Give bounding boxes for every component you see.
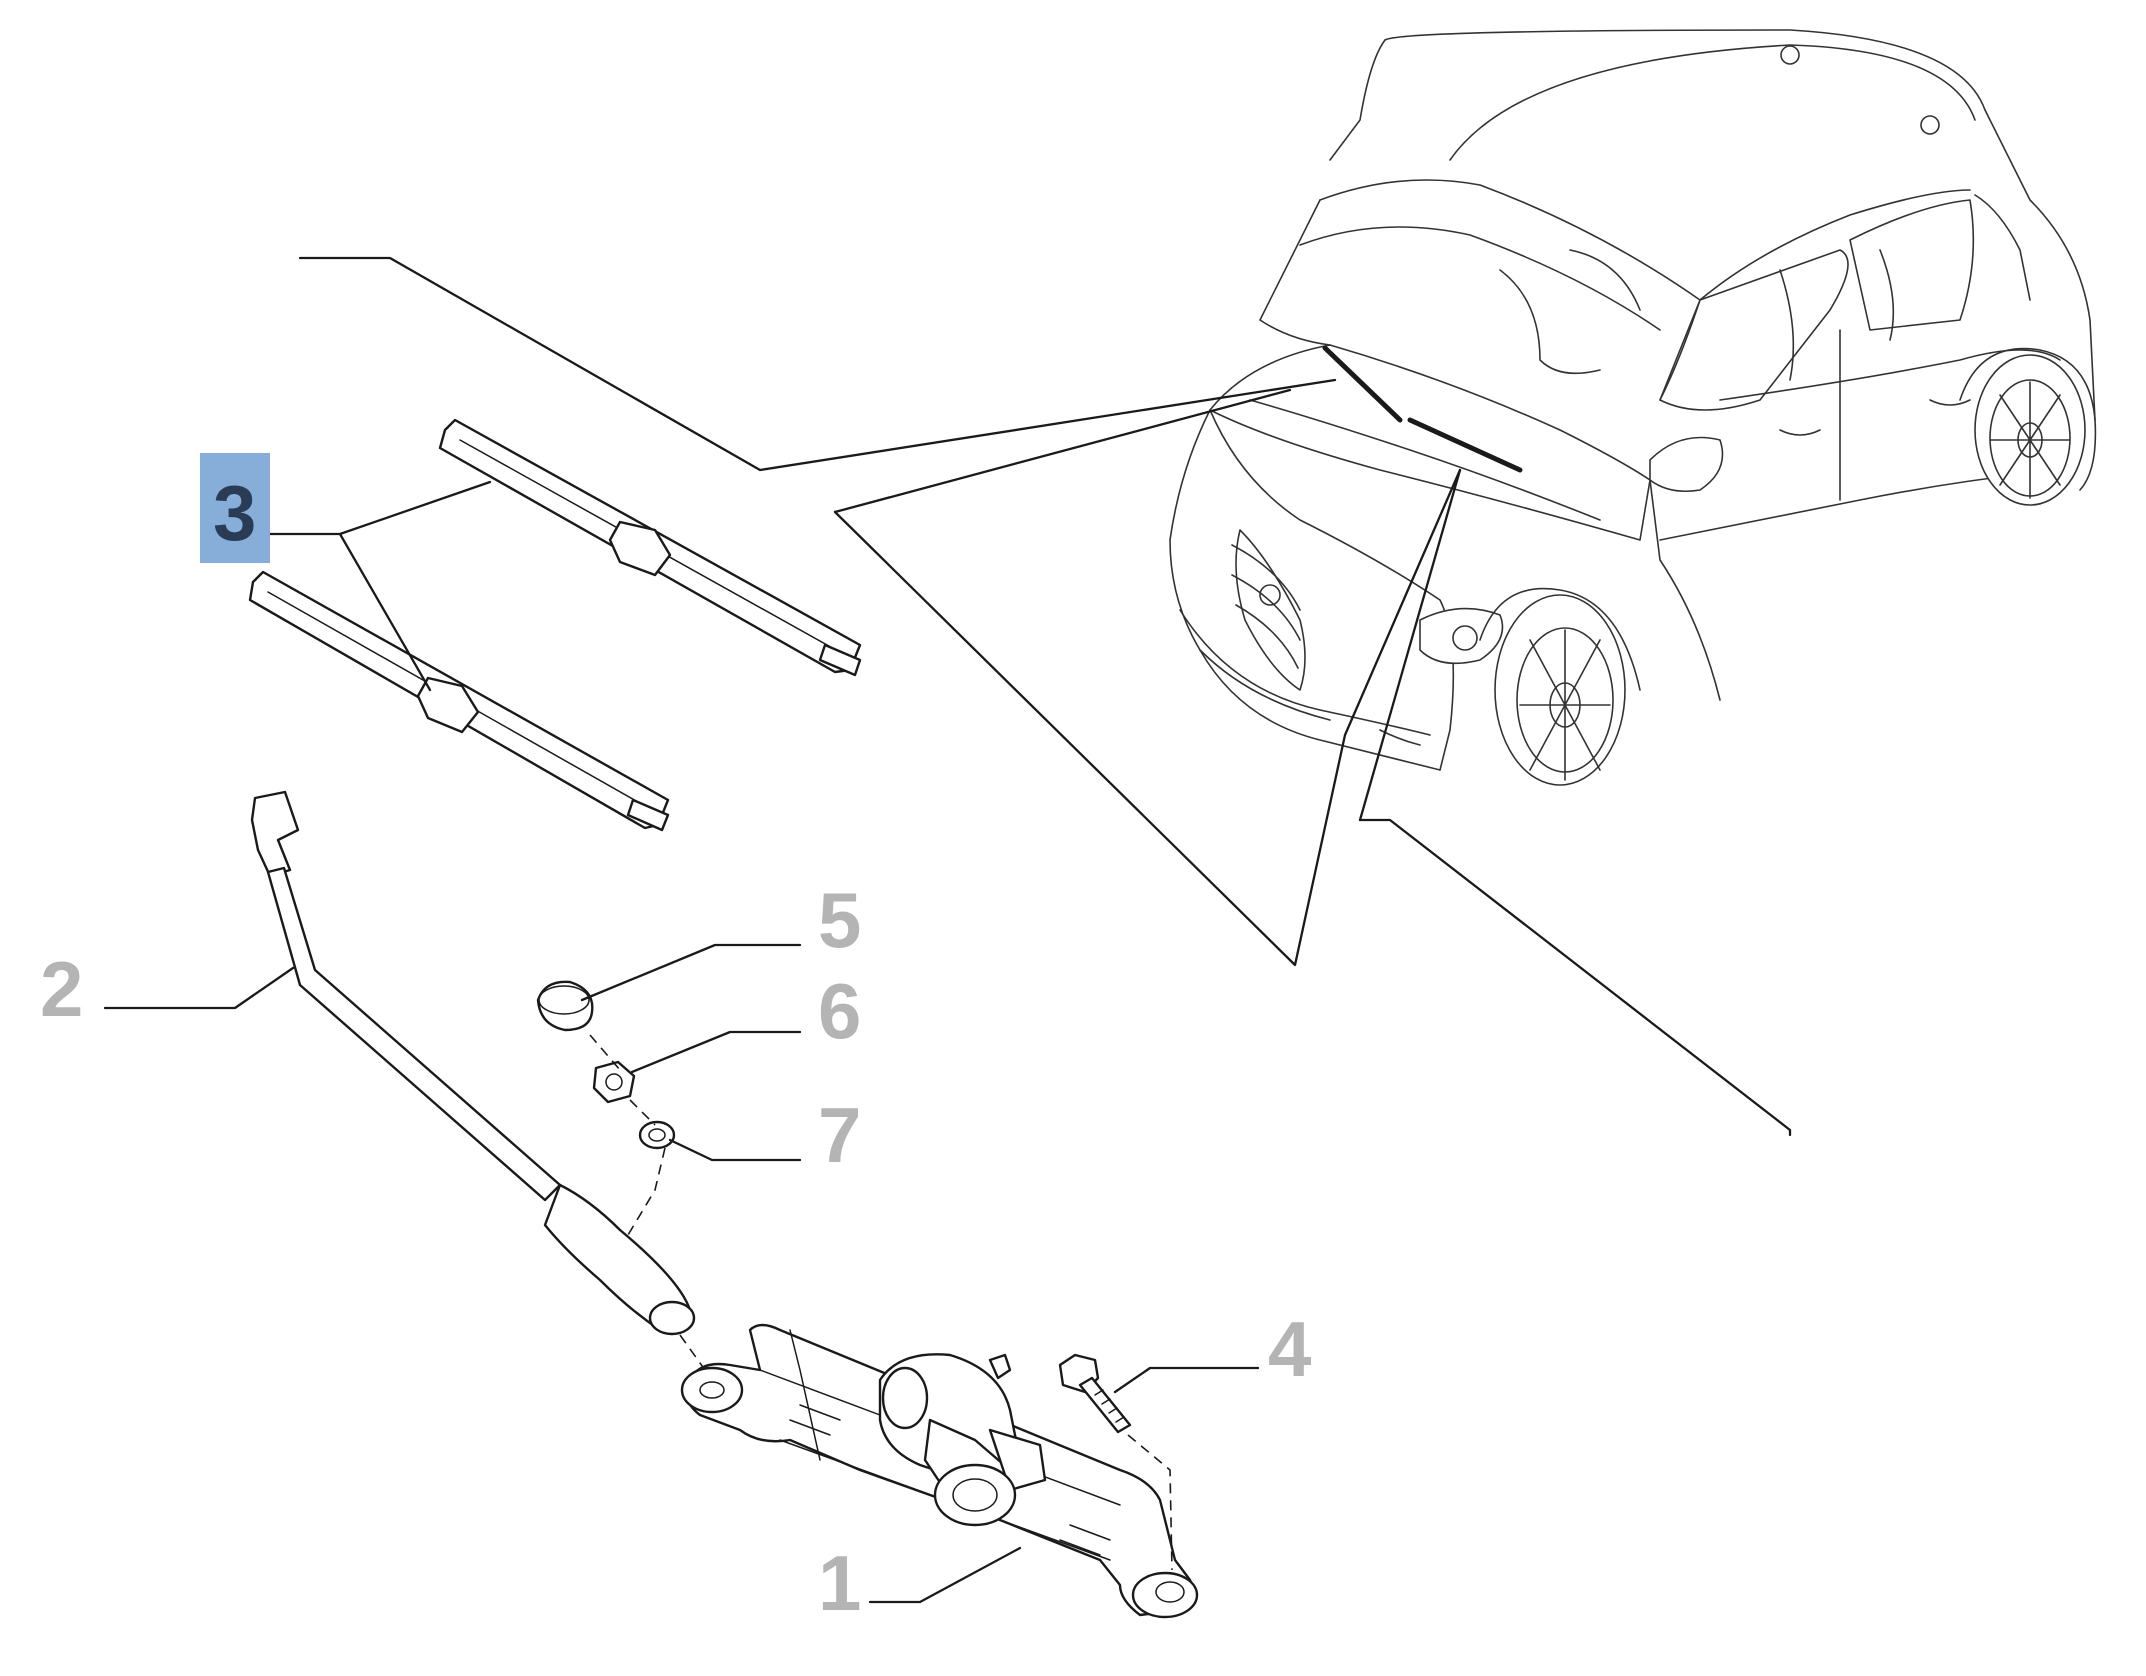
callout-6-label: 6	[818, 967, 861, 1055]
callout-3-label: 3	[213, 469, 256, 557]
callout-7-label: 7	[818, 1091, 861, 1179]
washer[interactable]	[638, 1120, 676, 1150]
nut[interactable]	[592, 1060, 636, 1104]
callout-7[interactable]: 7	[818, 1091, 861, 1179]
callout-leaders	[103, 480, 1260, 1604]
wiper-motor-linkage[interactable]	[680, 1323, 1199, 1619]
callout-5-label: 5	[818, 876, 861, 964]
car-illustration	[1169, 29, 2097, 786]
callout-3[interactable]: 3	[200, 453, 270, 563]
car-leader-lines	[298, 256, 1792, 1137]
callout-6[interactable]: 6	[818, 967, 861, 1055]
callout-2-label: 2	[40, 945, 83, 1033]
wiper-blade-lower[interactable]	[248, 570, 670, 832]
wiper-arm[interactable]	[250, 790, 696, 1336]
wiper-blade-upper[interactable]	[438, 418, 862, 677]
callout-5[interactable]: 5	[818, 876, 861, 964]
callout-4[interactable]: 4	[1268, 1305, 1311, 1393]
callout-4-label: 4	[1268, 1305, 1311, 1393]
callout-3-highlight	[200, 453, 270, 563]
callout-1-label: 1	[818, 1539, 861, 1627]
callout-2[interactable]: 2	[40, 945, 83, 1033]
bolt[interactable]	[1058, 1353, 1132, 1434]
cover-cap[interactable]	[536, 980, 594, 1032]
callout-1[interactable]: 1	[818, 1539, 861, 1627]
